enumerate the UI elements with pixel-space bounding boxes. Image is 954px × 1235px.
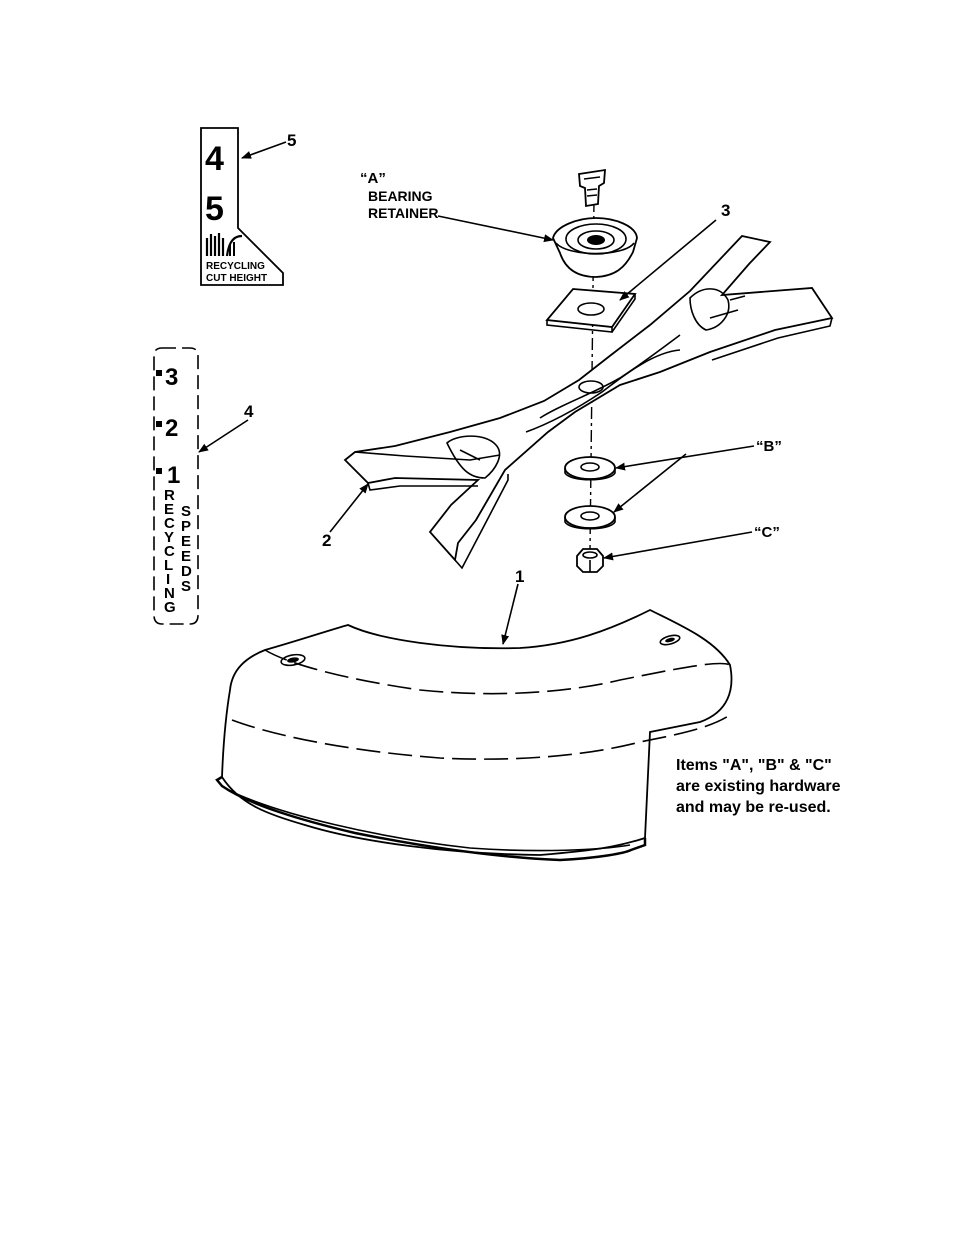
svg-text:P: P (181, 518, 191, 535)
callout-5: 5 (287, 131, 296, 150)
vertical-word-recycling: R E C Y C L I N G (164, 487, 176, 616)
leader-lines (198, 141, 755, 645)
label-a: “A” (360, 170, 386, 187)
note-line-2: are existing hardware (676, 778, 841, 795)
washer-upper (564, 456, 616, 481)
note-line-1: Items "A", "B" & "C" (676, 757, 832, 774)
callout-3: 3 (721, 201, 730, 220)
callout-1: 1 (515, 567, 524, 586)
bearing-retainer (552, 217, 638, 278)
hex-nut (576, 548, 604, 573)
speed-mark-2: 2 (165, 415, 178, 442)
mulching-baffle (215, 608, 733, 862)
decal-number-5: 5 (205, 190, 224, 228)
label-c: “C” (754, 524, 780, 541)
callout-2: 2 (322, 531, 331, 550)
label-b: “B” (756, 438, 782, 455)
recycling-speeds-decal: 3 2 1 R E C Y C L I N G S P E E D S (153, 347, 199, 625)
svg-text:G: G (164, 599, 176, 616)
svg-text:I: I (166, 571, 170, 588)
cut-height-decal: 4 5 RECYCLING CUT HEIGHT (200, 127, 284, 286)
svg-text:C: C (164, 543, 175, 560)
vertical-word-speeds: S P E E D S (181, 503, 192, 595)
svg-text:D: D (181, 563, 192, 580)
speed-mark-3: 3 (165, 364, 178, 391)
decal-text-cut-height: CUT HEIGHT (206, 273, 267, 284)
svg-text:E: E (181, 548, 191, 565)
svg-text:Y: Y (164, 529, 174, 546)
svg-text:R: R (164, 487, 175, 504)
label-retainer: RETAINER (368, 205, 439, 221)
svg-text:L: L (164, 557, 173, 574)
speed-mark-1: 1 (167, 462, 180, 489)
svg-text:E: E (181, 533, 191, 550)
grass-logo-icon (205, 233, 243, 257)
hardware-note: Items "A", "B" & "C" are existing hardwa… (676, 757, 841, 816)
svg-text:S: S (181, 578, 191, 595)
svg-text:S: S (181, 503, 191, 520)
adapter-plate (545, 288, 637, 333)
svg-text:E: E (164, 501, 174, 518)
svg-text:N: N (164, 585, 175, 602)
callout-4: 4 (244, 402, 254, 421)
decal-number-4: 4 (205, 140, 224, 178)
washer-lower (564, 505, 616, 530)
decal-text-recycling: RECYCLING (206, 261, 265, 272)
label-bearing: BEARING (368, 188, 433, 204)
spindle-bolt (578, 168, 606, 208)
mower-blade (343, 235, 834, 570)
svg-text:C: C (164, 515, 175, 532)
note-line-3: and may be re-used. (676, 799, 831, 816)
